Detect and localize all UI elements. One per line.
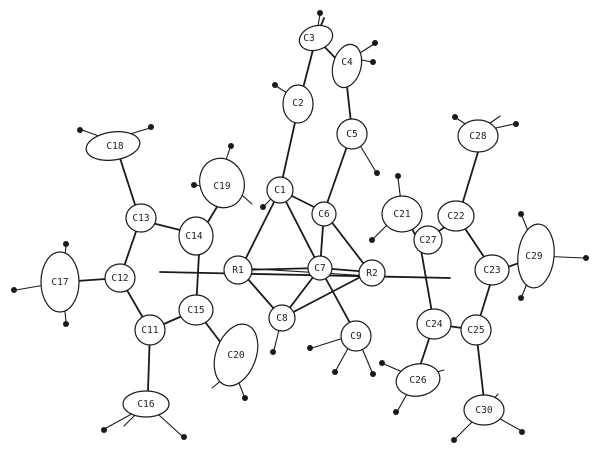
label-c13: C13 [132,213,149,224]
atom-c15 [178,294,214,326]
label-c26: C26 [409,375,426,386]
label-c9: C9 [350,331,362,342]
hydrogen-atom [260,204,266,210]
hydrogen-atom [242,395,248,401]
atom-c28 [457,119,499,153]
hydrogen-atom [518,295,524,301]
atom-c24 [416,308,452,340]
hydrogen-atom [77,127,83,133]
hydrogen-atom [272,82,278,88]
atom-c19 [199,157,245,209]
label-c7: C7 [314,263,325,274]
label-c20: C20 [227,350,244,361]
atom-c23 [474,254,510,286]
hydrogen-atom [270,349,276,355]
label-c24: C24 [425,319,442,330]
label-c25: C25 [467,325,484,336]
label-c1: C1 [274,185,286,196]
hydrogen-atom [519,429,525,435]
atom-c1 [266,176,294,204]
hydrogen-atom [101,427,107,433]
atom-c22 [437,200,475,232]
atom-c14 [178,216,214,256]
hydrogen-atom [228,143,234,149]
hydrogen-atom [191,182,197,188]
atom-c11 [134,314,166,346]
hydrogen-atom [307,345,313,351]
label-c15: C15 [187,305,204,316]
atom-labels: C3 C4 C2 C5 C18 C19 C1 C6 C13 C14 C21 C2… [51,33,542,416]
label-c5: C5 [346,129,357,140]
label-c19: C19 [213,181,230,192]
atom-c21 [381,195,423,233]
hydrogen-atom [583,255,589,261]
hydrogen-atom [372,40,378,46]
atom-c29 [517,223,555,289]
label-r1: R1 [232,265,244,276]
atom-c4 [331,43,363,89]
atom-c3 [298,24,334,52]
atom-c25 [460,314,492,346]
atom-c2 [282,84,314,124]
label-c29: C29 [525,251,542,262]
label-c6: C6 [318,209,330,220]
atom-c20 [213,323,259,387]
hydrogen-atom [332,369,338,375]
atom-c16 [122,390,170,418]
hydrogen-atom [63,241,69,247]
label-c27: C27 [419,235,436,246]
atom-c5 [336,118,368,150]
atom-c7 [307,255,333,281]
atom-c26 [395,363,441,397]
hydrogen-atom [518,211,524,217]
atom-c8 [268,304,296,332]
label-c8: C8 [276,313,288,324]
atom-c18 [85,131,141,161]
hydrogen-atom [63,321,69,327]
atom-c17 [40,251,80,313]
label-c28: C28 [469,131,486,142]
label-c12: C12 [111,273,128,284]
label-c30: C30 [475,405,492,416]
label-c16: C16 [137,399,154,410]
hydrogens [11,10,589,443]
atom-c12 [104,263,136,293]
hydrogen-atom [395,173,401,179]
label-c14: C14 [185,231,202,242]
hydrogen-atom [369,237,375,243]
label-c11: C11 [141,325,158,336]
hydrogen-atom [148,124,154,130]
hydrogen-atom [370,371,376,377]
label-c3: C3 [303,33,314,44]
atom-c9 [340,320,372,352]
hydrogen-atom [181,434,187,440]
label-c21: C21 [393,209,410,220]
hydrogen-atom [393,409,399,415]
label-c23: C23 [483,265,500,276]
hydrogen-atom [379,360,385,366]
atom-c30 [463,394,505,426]
label-c18: C18 [106,141,123,152]
hydrogen-atom [11,287,17,293]
hydrogen-atom [513,121,519,127]
atom-c27 [413,225,443,255]
hydrogen-atom [374,170,380,176]
hydrogen-atom [452,114,458,120]
atom-c13 [125,203,157,233]
atoms [40,24,555,426]
hydrogen-atom [451,437,457,443]
hydrogen-atom [317,10,323,16]
label-r2: R2 [366,268,377,279]
label-c17: C17 [51,277,68,288]
label-c22: C22 [447,211,464,222]
atom-c6 [311,201,337,227]
label-c4: C4 [341,57,353,68]
atom-r1 [223,255,253,285]
hydrogen-atom [370,59,376,65]
label-c2: C2 [292,98,303,109]
atom-r2 [358,259,386,287]
